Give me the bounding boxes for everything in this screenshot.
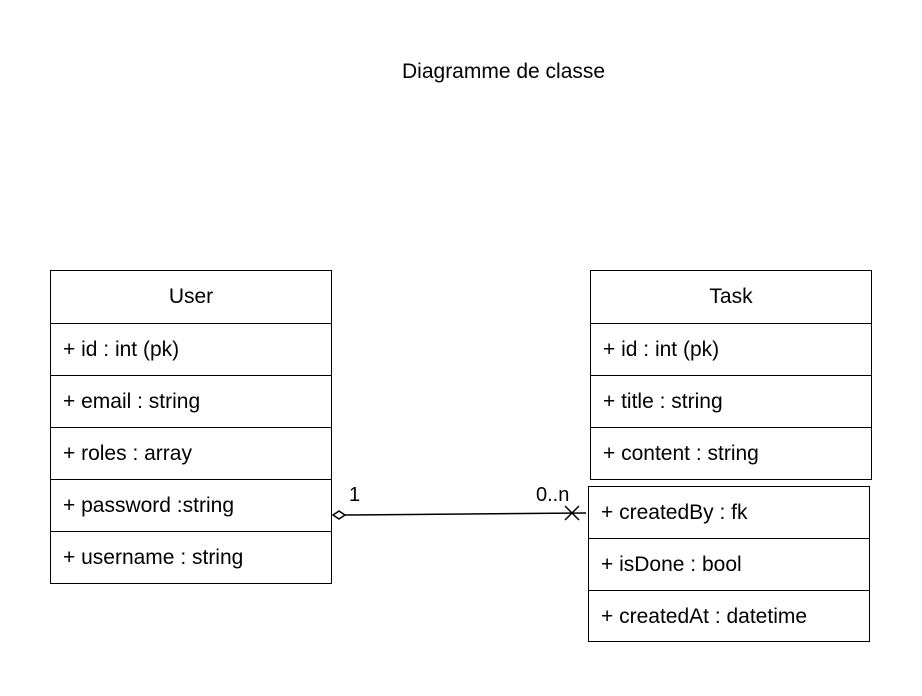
user-attribute-roles: + roles : array (51, 428, 331, 480)
multiplicity-source: 1 (349, 484, 361, 506)
class-user-name: User (51, 271, 331, 324)
diagram-title: Diagramme de classe (402, 60, 606, 83)
association-line (344, 512, 587, 516)
task-attribute-content: + content : string (603, 442, 759, 465)
user-attribute-id: + id : int (pk) (51, 324, 331, 376)
class-user[interactable]: User + id : int (pk) + email : string + … (50, 270, 332, 584)
class-task-name: Task (591, 271, 871, 324)
cross-mark-b (564, 505, 580, 521)
task-attribute-title: + title : string (591, 376, 871, 428)
task-attribute-createdby: + createdBy : fk (589, 487, 869, 539)
class-task[interactable]: Task + id : int (pk) + title : string + … (590, 270, 872, 480)
task-attribute-id: + id : int (pk) (591, 324, 871, 376)
user-attribute-password: + password :string (51, 480, 331, 532)
user-attribute-username: + username : string (63, 546, 244, 569)
multiplicity-target: 0..n (536, 484, 570, 506)
task-attribute-isdone: + isDone : bool (589, 539, 869, 591)
task-attribute-createdat: + createdAt : datetime (601, 604, 808, 628)
class-task-extension[interactable]: + createdBy : fk + isDone : bool + creat… (588, 486, 870, 642)
aggregation-diamond (331, 510, 347, 520)
user-attribute-email: + email : string (51, 376, 331, 428)
